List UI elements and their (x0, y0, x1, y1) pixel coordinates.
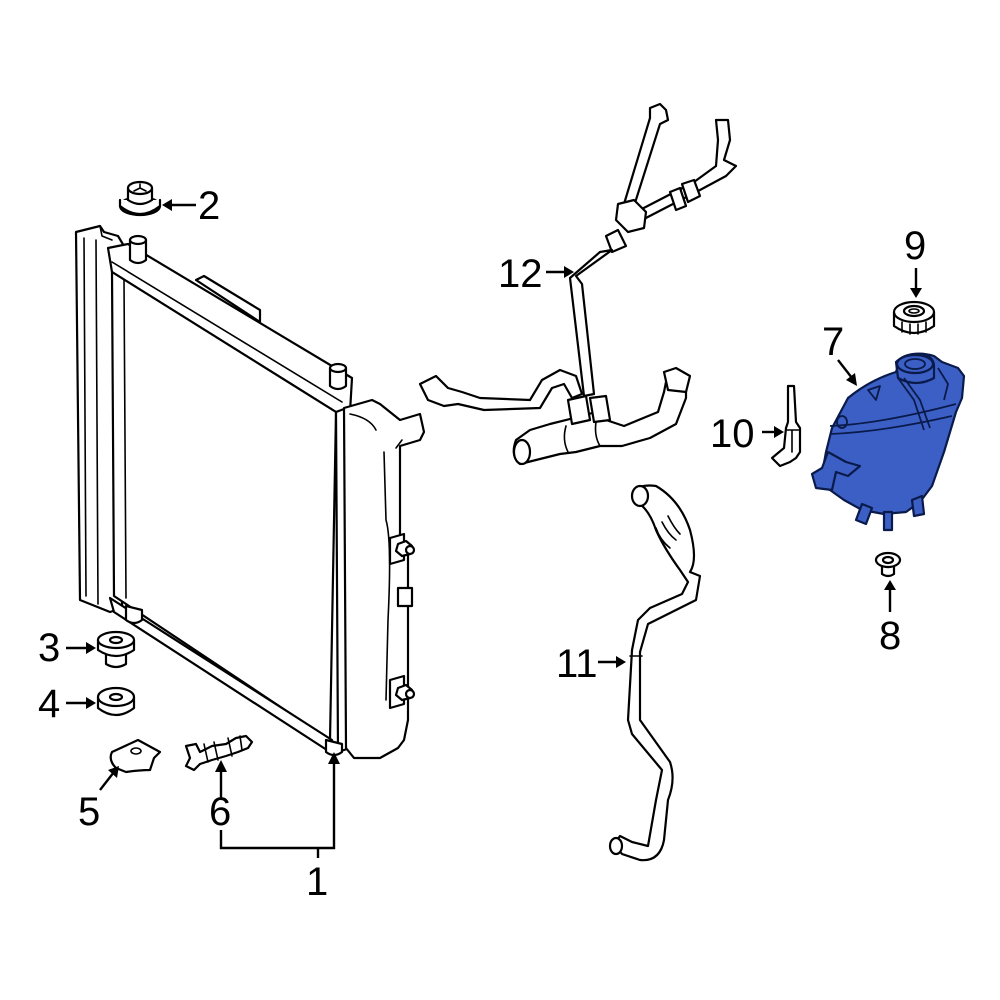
level-sensor-part[interactable] (770, 384, 802, 468)
grommet-part[interactable] (874, 551, 902, 578)
reservoir-cap-part[interactable] (892, 300, 936, 335)
callout-3[interactable]: 3 (38, 626, 61, 670)
callout-1[interactable]: 1 (306, 860, 329, 904)
callout-8[interactable]: 8 (879, 614, 902, 658)
lower-insulator-part[interactable] (96, 630, 136, 669)
leader-lines (66, 199, 922, 858)
callout-10[interactable]: 10 (710, 412, 755, 456)
coolant-reservoir-part[interactable] (810, 352, 966, 532)
callout-7[interactable]: 7 (822, 320, 845, 364)
reservoir-hose-part[interactable] (608, 484, 702, 862)
clip-part[interactable] (109, 738, 162, 774)
callout-2[interactable]: 2 (198, 184, 221, 228)
radiator-part[interactable] (74, 224, 426, 760)
upper-mount-cap-part[interactable] (118, 180, 162, 217)
drain-plug-part[interactable] (184, 734, 254, 772)
callout-4[interactable]: 4 (38, 682, 61, 726)
callout-5[interactable]: 5 (78, 790, 101, 834)
callout-11[interactable]: 11 (556, 642, 598, 686)
coolant-hose-assembly-part[interactable] (418, 102, 738, 466)
callout-9[interactable]: 9 (904, 224, 927, 268)
insulator-bushing-part[interactable] (96, 686, 136, 717)
callout-12[interactable]: 12 (498, 252, 543, 296)
callout-6[interactable]: 6 (209, 790, 232, 834)
